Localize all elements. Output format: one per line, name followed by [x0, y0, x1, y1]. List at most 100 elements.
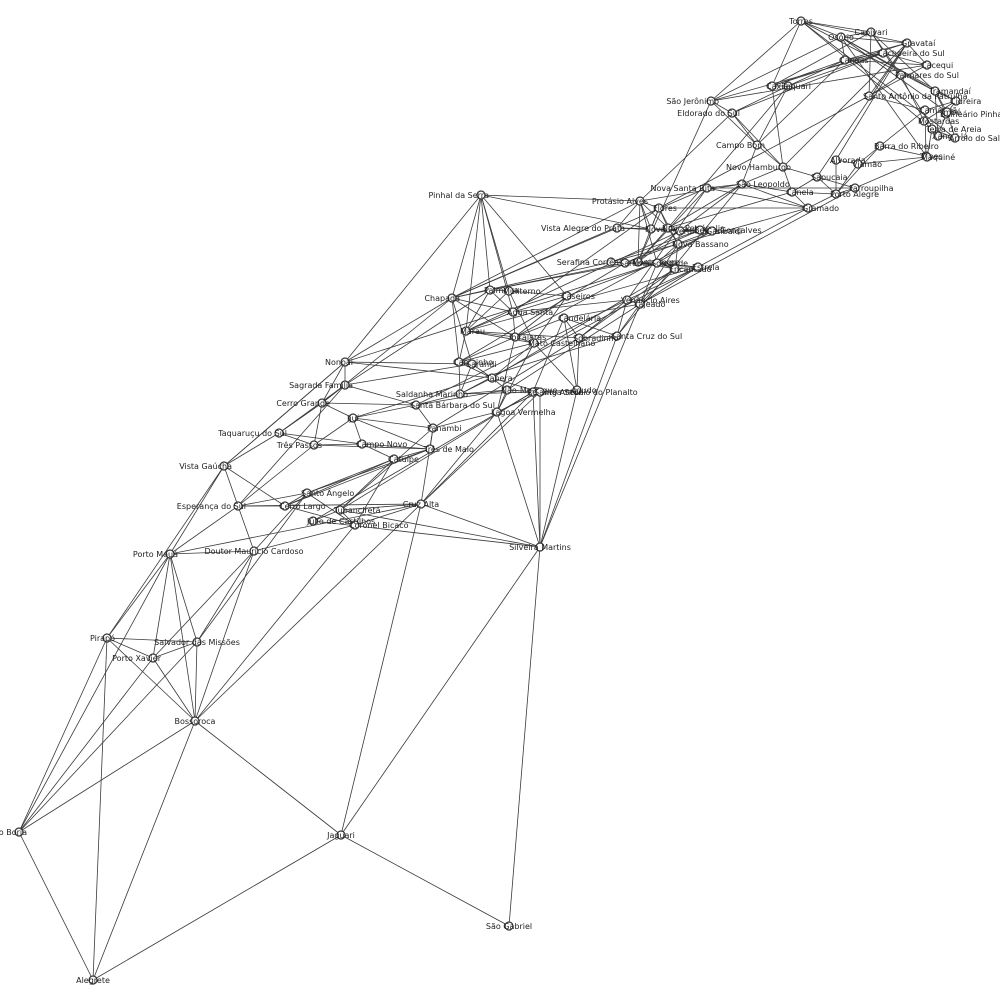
node-pinhal_da_serra[interactable]: Pinhal da Serra — [428, 190, 489, 200]
node-alvorada[interactable]: Alvorada — [830, 155, 866, 165]
node-marker[interactable] — [335, 505, 345, 515]
node-marker[interactable] — [317, 398, 327, 408]
node-marker[interactable] — [411, 400, 421, 410]
node-santa_cruz_do_sul[interactable]: Santa Cruz do Sul — [611, 331, 682, 341]
node-tupancireta[interactable]: Tupanciretã — [333, 505, 381, 515]
node-sobradinho[interactable]: Sobradinho — [573, 333, 619, 343]
node-marker[interactable] — [454, 357, 464, 367]
node-garibaldi[interactable]: Garibaldi — [706, 226, 742, 236]
node-marker[interactable] — [836, 32, 846, 42]
node-marker[interactable] — [88, 975, 98, 985]
node-marker[interactable] — [302, 488, 312, 498]
node-tramandai[interactable]: Tramandaí — [928, 86, 972, 96]
node-marker[interactable] — [787, 187, 797, 197]
node-marker[interactable] — [942, 107, 952, 117]
node-eldorado_do_sul[interactable]: Eldorado do Sul — [677, 108, 740, 118]
node-estrela[interactable]: Estrela — [692, 262, 720, 272]
node-sao_gabriel[interactable]: São Gabriel — [486, 921, 532, 931]
node-soledade[interactable]: Soledade — [651, 258, 688, 268]
node-agua_santa[interactable]: Água Santa — [507, 306, 553, 317]
node-marker[interactable] — [866, 27, 876, 37]
node-sagrada_familia[interactable]: Sagrada Família — [289, 380, 353, 390]
node-porto_alegre[interactable]: Porto Alegre — [830, 189, 879, 199]
node-marker[interactable] — [670, 264, 680, 274]
node-marker[interactable] — [864, 91, 874, 101]
node-muliterno[interactable]: Muliterno — [503, 286, 541, 296]
node-serafina_correa[interactable]: Serafina Corrêa — [557, 257, 619, 267]
node-marker[interactable] — [350, 520, 360, 530]
node-candelaria[interactable]: Candelária — [558, 313, 601, 323]
node-marker[interactable] — [559, 313, 569, 323]
node-catuipe[interactable]: Catuípe — [388, 454, 419, 464]
node-marker[interactable] — [951, 96, 961, 106]
node-gramado[interactable]: Gramado — [802, 203, 839, 213]
node-capivari[interactable]: Capivari — [855, 27, 888, 37]
node-marker[interactable] — [274, 428, 284, 438]
node-farroupilha[interactable]: Farroupilha — [849, 183, 894, 193]
node-marker[interactable] — [783, 81, 793, 91]
node-salvador_das_missoes[interactable]: Salvador das Missões — [154, 637, 240, 647]
node-marker[interactable] — [416, 499, 426, 509]
node-marker[interactable] — [933, 131, 943, 141]
node-marker[interactable] — [428, 423, 438, 433]
node-ibiraiaras[interactable]: Ibiraiaras — [509, 332, 546, 342]
node-marker[interactable] — [192, 637, 202, 647]
node-canoas[interactable]: Canoas — [839, 55, 869, 65]
node-marker[interactable] — [348, 413, 358, 423]
node-marker[interactable] — [727, 108, 737, 118]
node-marker[interactable] — [853, 159, 863, 169]
node-torres[interactable]: Torres — [788, 16, 813, 26]
node-marker[interactable] — [535, 387, 545, 397]
node-jaguari[interactable]: Jaguari — [326, 830, 355, 840]
node-agudo[interactable]: Agudo — [571, 385, 597, 395]
node-marker[interactable] — [635, 299, 645, 309]
node-vista_alegre_do_prata[interactable]: Vista Alegre do Prata — [541, 223, 625, 233]
node-marker[interactable] — [487, 373, 497, 383]
node-cerro_grande[interactable]: Cerro Grande — [276, 398, 330, 408]
node-tres_passos[interactable]: Três Passos — [276, 440, 322, 450]
node-protasio_alves[interactable]: Protásio Alves — [592, 196, 648, 206]
node-marker[interactable] — [930, 86, 940, 96]
node-cidreira[interactable]: Cidreira — [950, 96, 981, 106]
node-sarandi[interactable]: Sarandi — [619, 258, 650, 268]
node-marker[interactable] — [693, 262, 703, 272]
node-marker[interactable] — [606, 257, 616, 267]
node-marker[interactable] — [233, 501, 243, 511]
node-campo_bom[interactable]: Campo Bom — [716, 140, 765, 150]
node-barra_do_ribeiro[interactable]: Barra do Ribeiro — [874, 141, 939, 151]
node-marker[interactable] — [812, 172, 822, 182]
node-novo_hamburgo[interactable]: Novo Hamburgo — [726, 162, 791, 172]
node-caseiros[interactable]: Caseiros — [561, 291, 595, 301]
node-marker[interactable] — [476, 190, 486, 200]
node-marker[interactable] — [562, 291, 572, 301]
node-tapera[interactable]: Tapera — [485, 373, 513, 383]
node-marker[interactable] — [425, 444, 435, 454]
node-marker[interactable] — [447, 293, 457, 303]
node-nova_prata[interactable]: Nova Prata — [645, 224, 689, 234]
node-panambi[interactable]: Panambi — [427, 423, 461, 433]
node-sapucaia[interactable]: Sapucaia — [811, 172, 848, 182]
node-marker[interactable] — [14, 827, 24, 837]
node-marker[interactable] — [574, 333, 584, 343]
node-marker[interactable] — [796, 16, 806, 26]
node-marker[interactable] — [633, 257, 643, 267]
node-marker[interactable] — [675, 226, 685, 236]
node-marker[interactable] — [340, 380, 350, 390]
node-porto_xavier[interactable]: Porto Xavier — [112, 653, 162, 663]
node-marker[interactable] — [219, 461, 229, 471]
node-marker[interactable] — [336, 830, 346, 840]
node-alegrete[interactable]: Alegrete — [76, 975, 110, 985]
node-marker[interactable] — [922, 152, 932, 162]
node-marker[interactable] — [102, 633, 112, 643]
node-osorio[interactable]: Osório — [828, 32, 854, 42]
node-gravatai[interactable]: Gravataí — [901, 38, 936, 48]
node-marker[interactable] — [919, 116, 929, 126]
node-flores[interactable]: Flores — [653, 203, 677, 213]
node-marker[interactable] — [190, 716, 200, 726]
node-marker[interactable] — [309, 440, 319, 450]
node-taquari[interactable]: Taquari — [781, 81, 811, 91]
node-terra_de_areia[interactable]: Terra de Areia — [925, 124, 982, 134]
node-dr_mauricio_cardoso[interactable]: Doutor Maurício Cardoso — [204, 546, 304, 556]
node-xangrila[interactable]: Xangri-lá — [932, 131, 968, 141]
node-marker[interactable] — [706, 96, 716, 106]
